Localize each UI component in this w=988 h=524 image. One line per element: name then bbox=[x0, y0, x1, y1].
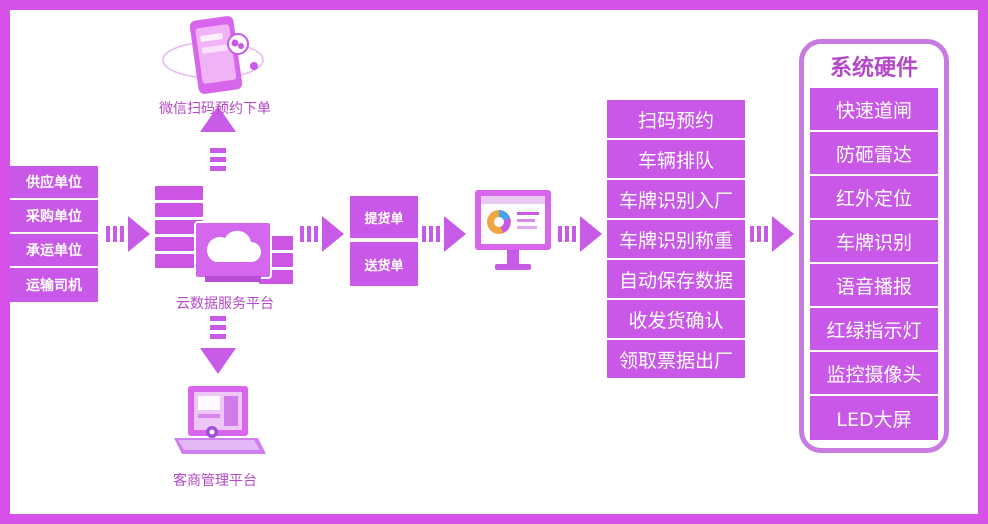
hardware-item: 监控摄像头 bbox=[810, 352, 938, 396]
process-column: 扫码预约 车辆排队 车牌识别入厂 车牌识别称重 自动保存数据 收发货确认 领取票… bbox=[607, 100, 745, 378]
process-step: 自动保存数据 bbox=[607, 260, 745, 300]
hardware-item: 防砸雷达 bbox=[810, 132, 938, 176]
arrow-down-icon bbox=[200, 316, 236, 374]
orders-column: 提货单 送货单 bbox=[350, 196, 418, 286]
arrow-up-icon bbox=[200, 106, 236, 171]
order-item: 提货单 bbox=[350, 196, 418, 240]
left-parties-column: 供应单位 采购单位 承运单位 运输司机 bbox=[10, 166, 98, 302]
diagram-canvas: 供应单位 采购单位 承运单位 运输司机 云数据服务平台 bbox=[10, 10, 978, 514]
process-step: 领取票据出厂 bbox=[607, 340, 745, 378]
process-step: 车辆排队 bbox=[607, 140, 745, 180]
party-item: 采购单位 bbox=[10, 200, 98, 234]
laptop-management-icon bbox=[174, 386, 266, 454]
process-step: 收发货确认 bbox=[607, 300, 745, 340]
process-step: 车牌识别入厂 bbox=[607, 180, 745, 220]
hardware-item: 语音播报 bbox=[810, 264, 938, 308]
hardware-panel: 系统硬件 快速道闸 防砸雷达 红外定位 车牌识别 语音播报 红绿指示灯 监控摄像… bbox=[799, 39, 949, 453]
center-node-label: 云数据服务平台 bbox=[176, 296, 274, 312]
arrow-right-icon bbox=[750, 216, 794, 252]
bottom-node-label: 客商管理平台 bbox=[173, 473, 257, 489]
hardware-item: 红外定位 bbox=[810, 176, 938, 220]
order-item: 送货单 bbox=[350, 242, 418, 286]
monitor-dashboard-icon bbox=[475, 190, 551, 270]
party-item: 承运单位 bbox=[10, 234, 98, 268]
top-node-label: 微信扫码预约下单 bbox=[159, 101, 271, 117]
hardware-item: 红绿指示灯 bbox=[810, 308, 938, 352]
phone-wechat-icon bbox=[162, 16, 264, 94]
arrow-right-icon bbox=[558, 216, 602, 252]
arrow-right-icon bbox=[300, 216, 344, 252]
process-step: 车牌识别称重 bbox=[607, 220, 745, 260]
process-step: 扫码预约 bbox=[607, 100, 745, 140]
arrow-right-icon bbox=[106, 216, 150, 252]
hardware-item: LED大屏 bbox=[810, 396, 938, 440]
hardware-item: 快速道闸 bbox=[810, 88, 938, 132]
party-item: 供应单位 bbox=[10, 166, 98, 200]
cloud-server-icon bbox=[155, 186, 293, 284]
hardware-title: 系统硬件 bbox=[829, 56, 918, 81]
hardware-item: 车牌识别 bbox=[810, 220, 938, 264]
arrow-right-icon bbox=[422, 216, 466, 252]
party-item: 运输司机 bbox=[10, 268, 98, 302]
